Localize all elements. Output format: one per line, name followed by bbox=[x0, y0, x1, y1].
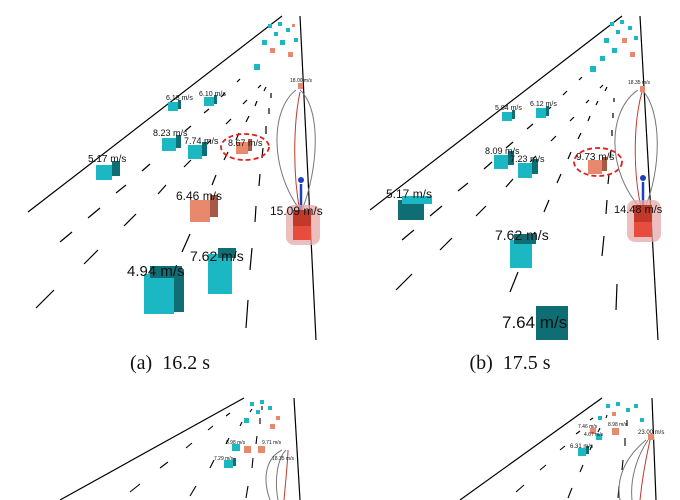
vehicle-2 bbox=[536, 106, 549, 118]
speed-label-4: 7.74 m/s bbox=[184, 136, 219, 146]
road-edge-right bbox=[639, 15, 659, 340]
panel-b: 5.84 m/s 6.12 m/s 8.09 m/s 7.23 m/s 5.17… bbox=[340, 0, 680, 340]
speed-label-5: 5.17 m/s bbox=[88, 154, 126, 165]
speed-label-7: 7.64 m/s bbox=[502, 313, 567, 332]
far-vehicle-cluster bbox=[254, 22, 298, 70]
lead-vehicle bbox=[640, 86, 645, 92]
caption-a-time: 16.2 s bbox=[162, 352, 210, 374]
far-vehicle-cluster bbox=[598, 402, 644, 422]
vehicle-1 bbox=[590, 428, 596, 434]
vehicle-8 bbox=[144, 266, 184, 314]
vehicle-6 bbox=[190, 195, 218, 222]
speed-label-2: 7.29 m/s bbox=[214, 456, 234, 462]
caption-a: (a) 16.2 s bbox=[0, 352, 340, 375]
speed-label-6: 6.46 m/s bbox=[176, 189, 222, 203]
speed-label-2: 6.10 m/s bbox=[199, 91, 226, 98]
vehicle-7 bbox=[536, 306, 568, 340]
caption-b: (b) 17.5 s bbox=[340, 352, 680, 375]
speed-label-3: 8.98 m/s bbox=[608, 422, 628, 428]
trajectory-lines bbox=[265, 449, 289, 500]
scene-c: 8.98 m/s 7.29 m/s 9.71 m/s 18.35 m/s bbox=[59, 397, 301, 500]
vehicle-3 bbox=[162, 135, 181, 151]
caption-b-letter: (b) bbox=[469, 352, 493, 374]
highlighted-speed-label: 8.67 m/s bbox=[228, 138, 263, 148]
vehicle-4 bbox=[258, 446, 265, 453]
trajectory-lines bbox=[618, 439, 651, 500]
road-edge-left bbox=[369, 15, 623, 211]
lead-speed-label: 18.35 m/s bbox=[628, 80, 650, 86]
speed-label-1: 7.46 m/s bbox=[578, 424, 598, 430]
speed-label-3: 9.71 m/s bbox=[262, 440, 282, 446]
ego-marker bbox=[298, 177, 304, 183]
far-vehicle-cluster bbox=[590, 20, 638, 72]
ego-vehicle bbox=[627, 200, 661, 242]
speed-label-4: 7.23 m/s bbox=[510, 154, 545, 164]
ego-speed-label: 15.09 m/s bbox=[270, 204, 323, 218]
scene-d: 7.46 m/s 4.67 m/s 8.98 m/s 6.31 m/s 23.0… bbox=[459, 397, 664, 500]
vehicle-3 bbox=[612, 428, 619, 435]
highlight-ring bbox=[220, 133, 270, 161]
trajectory-lines bbox=[276, 89, 316, 213]
road-edge-right bbox=[299, 15, 317, 340]
speed-label-5: 23.00 m/s bbox=[638, 430, 664, 436]
vehicle-2 bbox=[204, 95, 217, 106]
speed-label-2: 6.12 m/s bbox=[530, 101, 557, 108]
lead-vehicle bbox=[298, 83, 303, 89]
vehicle-5 bbox=[648, 434, 654, 440]
speed-label-1: 5.84 m/s bbox=[495, 105, 522, 112]
lead-speed-label: 18.00 m/s bbox=[290, 78, 312, 84]
vehicle-5 bbox=[398, 196, 432, 220]
speed-label-6: 7.62 m/s bbox=[495, 227, 549, 243]
vehicle-3 bbox=[494, 151, 514, 169]
panel-a: 6.18 m/s 6.10 m/s 8.23 m/s 7.74 m/s 5.17… bbox=[0, 0, 340, 340]
scene-a: 6.18 m/s 6.10 m/s 8.23 m/s 7.74 m/s 5.17… bbox=[27, 15, 323, 340]
vehicle-7 bbox=[208, 248, 236, 294]
road-edge-right bbox=[293, 397, 301, 500]
far-vehicle-cluster bbox=[244, 400, 280, 429]
speed-label-8: 4.94 m/s bbox=[127, 263, 185, 280]
caption-b-time: 17.5 s bbox=[502, 352, 551, 374]
vehicle-5 bbox=[96, 161, 120, 180]
ego-vehicle bbox=[286, 205, 320, 245]
road-edge-left bbox=[27, 15, 283, 213]
trajectory-lines bbox=[614, 89, 658, 213]
speed-label-1: 6.18 m/s bbox=[166, 95, 193, 102]
speed-label-5: 5.17 m/s bbox=[386, 187, 432, 201]
vehicle-1 bbox=[502, 110, 515, 121]
speed-label-4: 18.35 m/s bbox=[272, 456, 294, 462]
panel-c: 8.98 m/s 7.29 m/s 9.71 m/s 18.35 m/s bbox=[0, 388, 340, 500]
vehicle-4 bbox=[518, 159, 538, 178]
road-edge-left bbox=[59, 397, 245, 500]
road-edge-left bbox=[459, 397, 603, 500]
scene-b: 5.84 m/s 6.12 m/s 8.09 m/s 7.23 m/s 5.17… bbox=[369, 15, 663, 340]
caption-a-letter: (a) bbox=[130, 352, 153, 374]
road-edge-right bbox=[651, 397, 657, 500]
vehicle-6 bbox=[510, 234, 536, 268]
lane-dashes bbox=[129, 406, 263, 499]
target-vehicle bbox=[236, 139, 252, 154]
speed-label-4: 6.31 m/s bbox=[570, 444, 593, 450]
vehicle-1 bbox=[168, 100, 181, 111]
ego-speed-label: 14.48 m/s bbox=[614, 204, 663, 216]
vehicle-2 bbox=[596, 434, 602, 440]
vehicle-1 bbox=[232, 444, 240, 451]
vehicle-2 bbox=[224, 458, 236, 468]
target-vehicle bbox=[588, 157, 607, 174]
panel-d: 7.46 m/s 4.67 m/s 8.98 m/s 6.31 m/s 23.0… bbox=[340, 388, 680, 500]
highlight-ring bbox=[573, 147, 623, 177]
ego-marker bbox=[640, 175, 646, 181]
vehicle-4 bbox=[188, 142, 207, 159]
speed-label-2: 4.67 m/s bbox=[584, 432, 604, 438]
vehicle-4 bbox=[578, 446, 589, 456]
highlighted-speed-label: 9.73 m/s bbox=[576, 152, 614, 163]
vehicle-3 bbox=[244, 446, 251, 453]
speed-label-3: 8.23 m/s bbox=[153, 128, 188, 138]
speed-label-3: 8.09 m/s bbox=[485, 146, 520, 156]
speed-label-1: 8.98 m/s bbox=[226, 440, 246, 446]
speed-label-7: 7.62 m/s bbox=[190, 248, 244, 264]
